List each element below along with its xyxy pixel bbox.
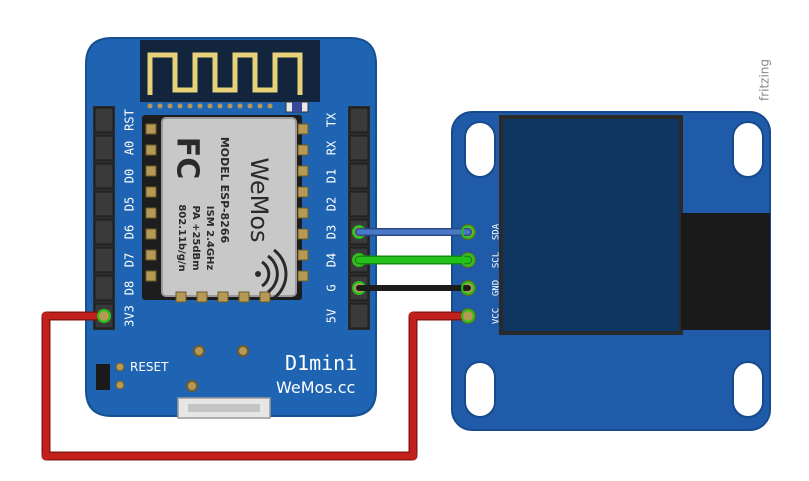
wifi-signal-icon [255, 248, 288, 300]
fritzing-watermark: fritzing [758, 59, 772, 101]
reset-label: RESET [130, 360, 169, 374]
fc-logo: FC [170, 137, 205, 180]
wire-endpoint [97, 309, 111, 323]
pin-label: A0 [123, 141, 137, 155]
mounting-hole [732, 121, 764, 178]
pin-label: G [325, 284, 339, 291]
model-text: MODEL ESP-8266 [218, 137, 231, 244]
pin-label: D6 [123, 225, 137, 239]
pin-label: TX [325, 112, 339, 127]
oled-pin-label: GND [492, 280, 502, 296]
reset-pad [115, 362, 125, 372]
oled-ribbon [681, 213, 770, 330]
pin-label: D5 [123, 197, 137, 211]
oled-pin-label: SCL [492, 252, 502, 268]
wire-endpoint [461, 225, 475, 239]
wifi-standard-text: 802.11b/g/n [176, 204, 187, 271]
wire-bendpoint [42, 452, 50, 460]
esp-shield-can [161, 117, 297, 297]
oled-screen [499, 115, 683, 335]
pin-label: RX [325, 140, 339, 155]
board-website: WeMos.cc [276, 378, 355, 397]
pin-label: D3 [325, 225, 339, 239]
pin-label: D4 [325, 253, 339, 267]
wire-endpoint [461, 253, 475, 267]
pin-label: 3V3 [123, 305, 137, 327]
pin-label: RST [123, 109, 137, 131]
pin-label: D7 [123, 253, 137, 267]
wire-endpoint [461, 309, 475, 323]
oled-pin-label: SDA [492, 223, 502, 240]
via-row [147, 103, 273, 109]
mounting-hole [732, 361, 764, 418]
pin-label: D2 [325, 197, 339, 211]
ism-text: ISM 2.4GHz [204, 206, 215, 271]
esp-module-text: FC MODEL ESP-8266 ISM 2.4GHz PA +25dBm 8… [170, 137, 288, 300]
pcb-antenna [147, 52, 303, 95]
wire-endpoint [461, 281, 475, 295]
wires [41, 225, 475, 461]
pa-text: PA +25dBm [190, 205, 201, 270]
mounting-hole [464, 121, 496, 178]
board-pad [237, 345, 249, 357]
left-header [93, 106, 115, 330]
module-pads [145, 123, 309, 303]
left-pin-labels: RST A0 D0 D5 D6 D7 D8 3V3 [123, 109, 137, 327]
board-pad [186, 380, 198, 392]
d1-mini-board: FC MODEL ESP-8266 ISM 2.4GHz PA +25dBm 8… [85, 37, 377, 419]
board-title: D1mini [285, 351, 357, 375]
wire-bendpoint [409, 452, 417, 460]
wire-bendpoint [409, 312, 417, 320]
oled-pin-label: VCC [492, 308, 502, 324]
right-pin-labels: TX RX D1 D2 D3 D4 G 5V [325, 112, 339, 323]
board-pad [193, 345, 205, 357]
antenna-area [140, 40, 320, 102]
wemos-module-brand: WeMos [245, 158, 273, 243]
pin-label: D1 [325, 169, 339, 183]
wire-bendpoint [42, 312, 50, 320]
pin-label: D8 [123, 281, 137, 295]
pin-label: 5V [325, 309, 339, 323]
reset-pad [115, 380, 125, 390]
pin-label: D0 [123, 169, 137, 183]
reset-button[interactable] [96, 364, 110, 390]
right-header [348, 106, 370, 330]
mounting-hole [464, 361, 496, 418]
oled-module: SDA SCL GND VCC [451, 111, 771, 431]
